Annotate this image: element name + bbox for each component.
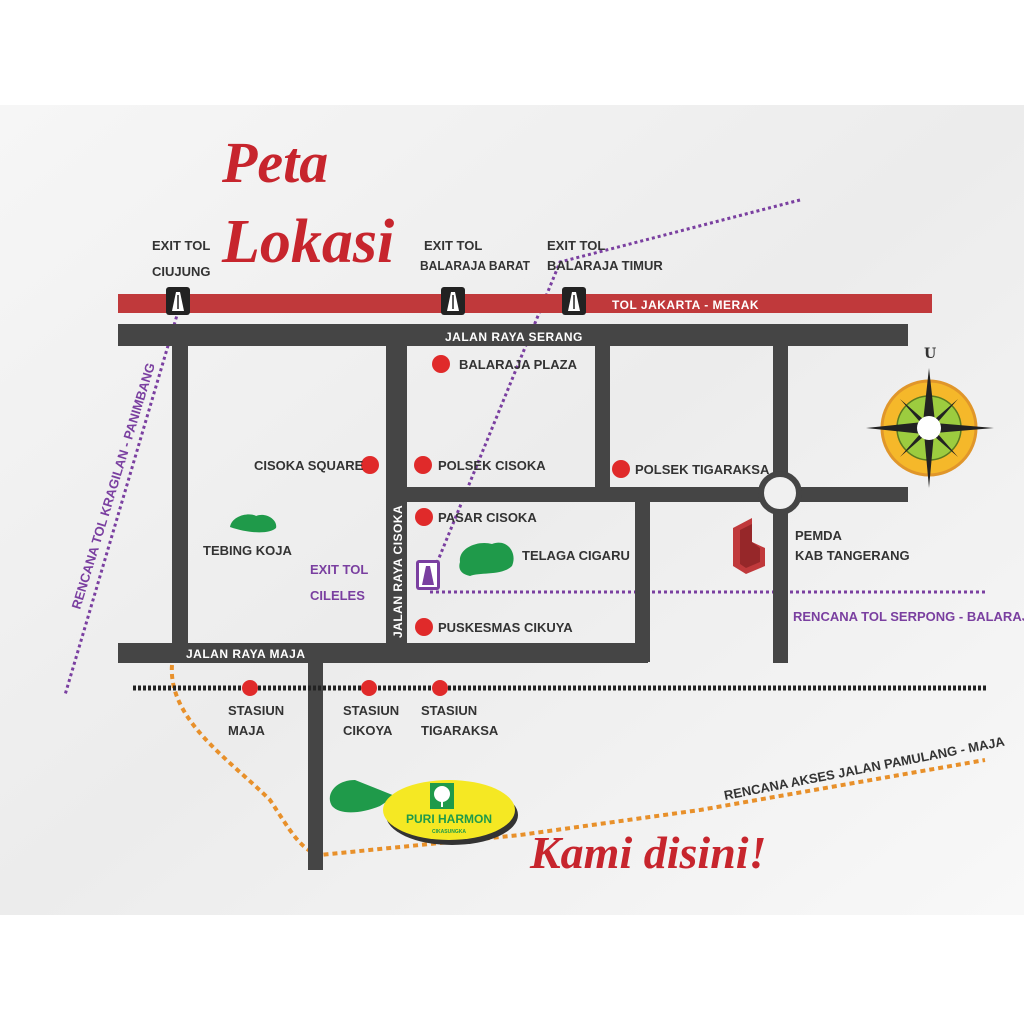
exit-icon: [166, 287, 190, 315]
road-label-cisoka: JALAN RAYA CISOKA: [391, 505, 405, 638]
logo-sub: CIKASUNGKA: [432, 829, 466, 835]
place-markers: [242, 355, 630, 696]
exit-icon: [441, 287, 465, 315]
compass-north-label: U: [924, 346, 936, 362]
exit-label-cileles: EXIT TOL: [310, 562, 368, 577]
place-label: CISOKA SQUARE: [254, 458, 364, 473]
station-label: STASIUN: [421, 703, 477, 718]
exit-label: EXIT TOL: [152, 238, 210, 253]
planned-kragilan-line: [63, 304, 182, 696]
title-line2: Lokasi: [221, 208, 394, 276]
tebing-koja-icon: [230, 514, 277, 533]
place-label: PASAR CISOKA: [438, 510, 537, 525]
planned-toll-line: [428, 198, 801, 581]
place-label: BALARAJA PLAZA: [459, 357, 578, 372]
map-background: [0, 105, 1024, 915]
place-label: PUSKESMAS CIKUYA: [438, 620, 573, 635]
station-label: STASIUN: [343, 703, 399, 718]
exit-label: EXIT TOL: [547, 238, 605, 253]
toll-road: [118, 294, 932, 313]
toll-road-label: TOL JAKARTA - MERAK: [612, 298, 759, 312]
exit-label: BALARAJA BARAT: [420, 258, 530, 273]
station-label: CIKOYA: [343, 723, 393, 738]
road-label-maja: JALAN RAYA MAJA: [186, 647, 306, 661]
exit-label-cileles: CILELES: [310, 588, 365, 603]
government-building-icon: [733, 518, 765, 574]
station-label: STASIUN: [228, 703, 284, 718]
title-line1: Peta: [221, 130, 328, 195]
station-label: TIGARAKSA: [421, 723, 499, 738]
telaga-cigaru-icon: [459, 542, 514, 576]
place-label: TELAGA CIGARU: [522, 548, 630, 563]
place-label: TEBING KOJA: [203, 543, 292, 558]
logo-name: PURI HARMON: [406, 812, 492, 826]
pemda-label: PEMDA: [795, 528, 843, 543]
planned-serpong-label: RENCANA TOL SERPONG - BALARAJA: [793, 609, 1024, 624]
planned-access-line: [169, 664, 986, 858]
station-label: MAJA: [228, 723, 265, 738]
tagline: Kami disini!: [529, 827, 766, 878]
compass-icon: [866, 368, 994, 488]
exit-label: BALARAJA TIMUR: [547, 258, 663, 273]
exit-icon-cileles: [416, 560, 440, 590]
puri-harmon-logo: PURI HARMON CIKASUNGKA: [329, 780, 518, 845]
road-label-serang: JALAN RAYA SERANG: [445, 330, 583, 344]
place-label: POLSEK TIGARAKSA: [635, 462, 770, 477]
pemda-label: KAB TANGERANG: [795, 548, 910, 563]
roundabout: [758, 471, 802, 515]
exit-label: EXIT TOL: [424, 238, 482, 253]
place-label: POLSEK CISOKA: [438, 458, 546, 473]
exit-label: CIUJUNG: [152, 264, 211, 279]
road-network: [118, 324, 908, 870]
exit-icon: [562, 287, 586, 315]
